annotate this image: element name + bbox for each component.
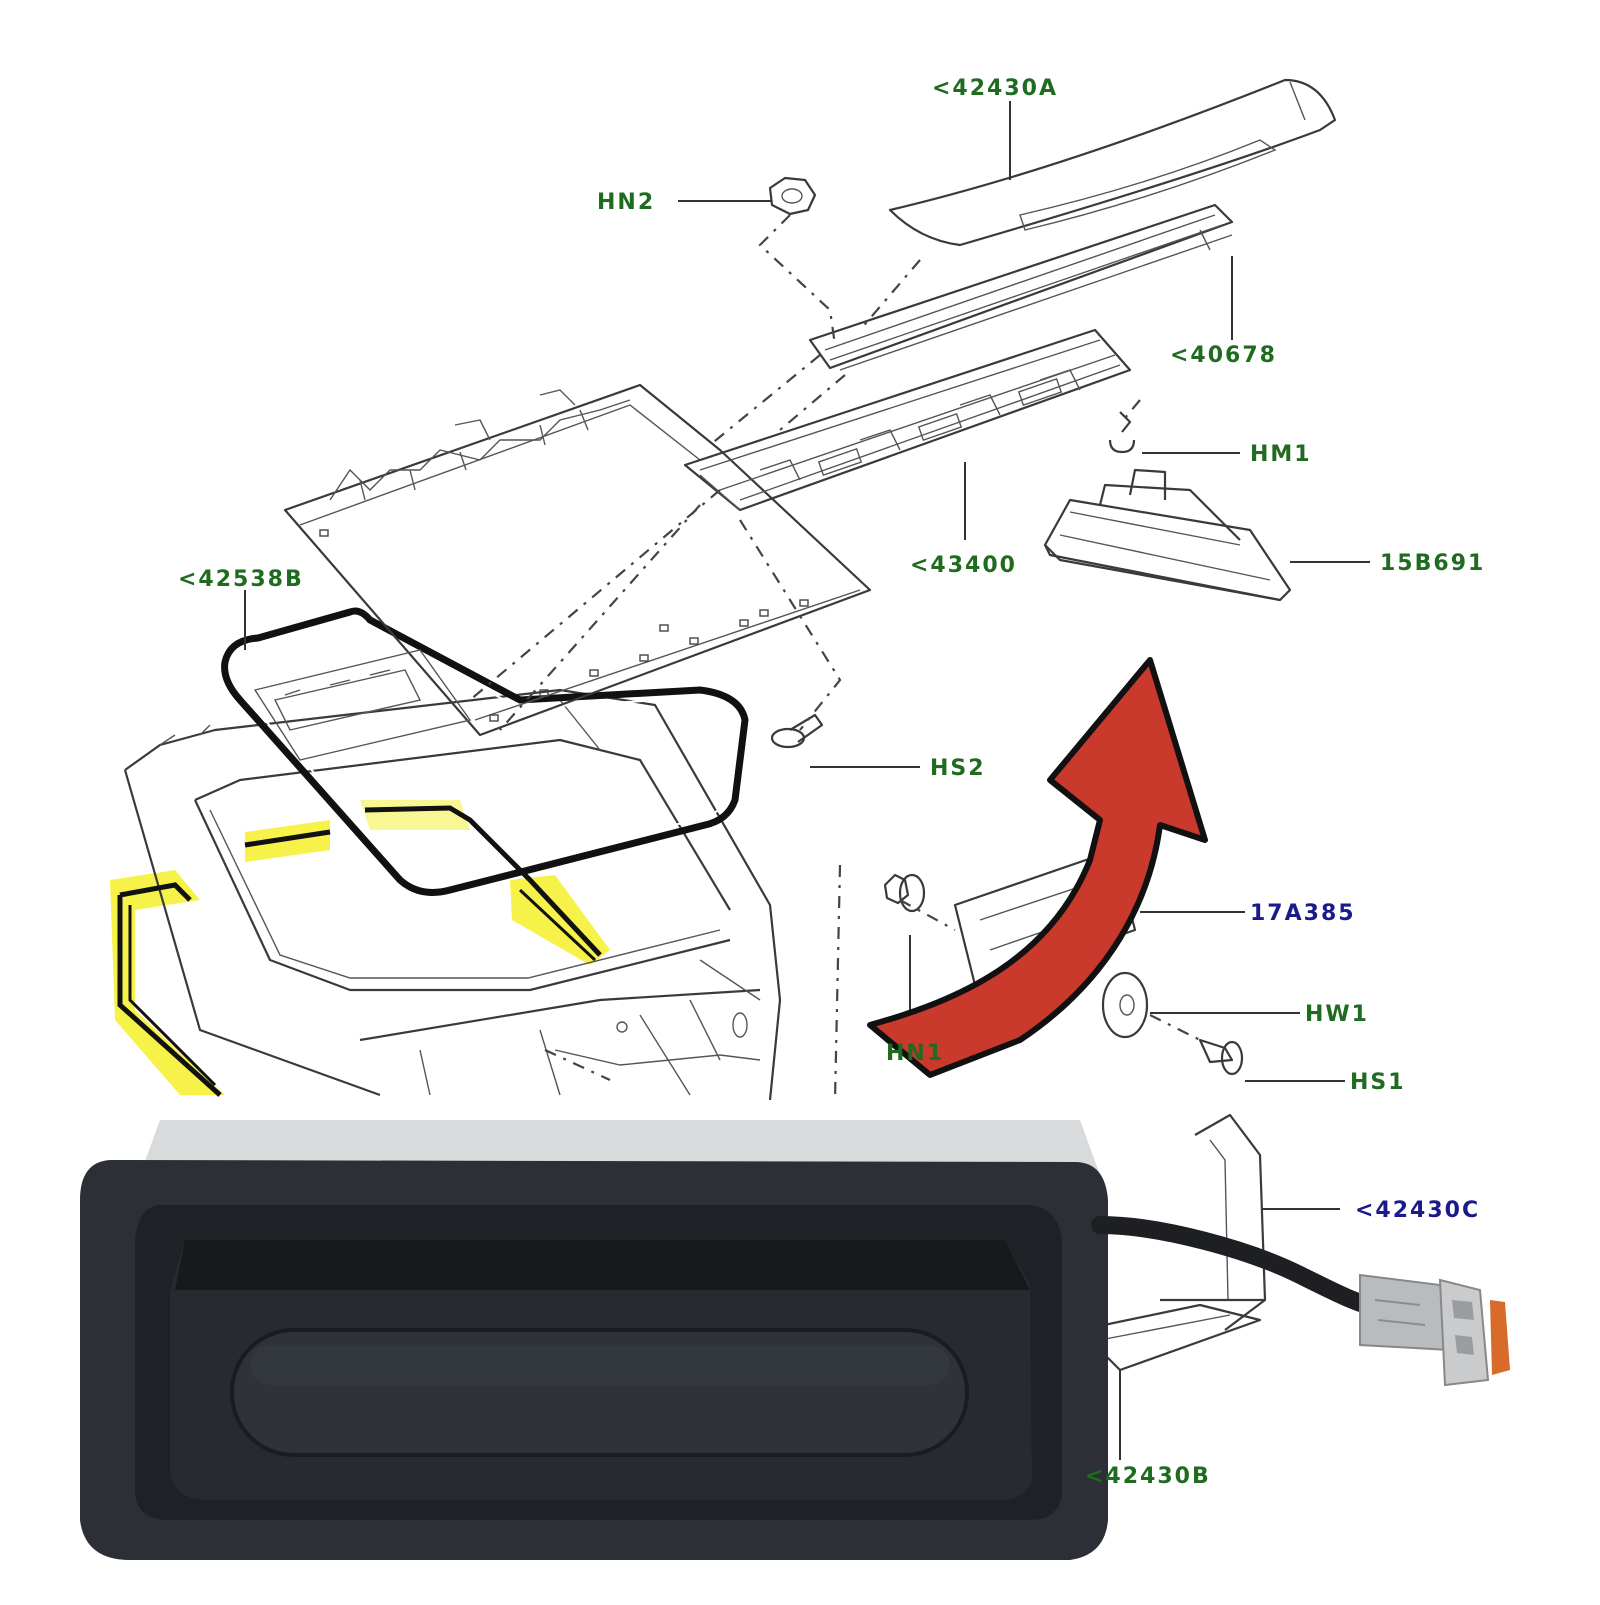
- callout-42430a: <42430A: [932, 76, 1058, 101]
- callout-15b691: 15B691: [1380, 551, 1485, 576]
- leader-lines: [244, 101, 1370, 1460]
- washer-hw1: [1101, 971, 1149, 1039]
- bracket-42430c: [1160, 1113, 1267, 1331]
- housing-15b691: [1043, 468, 1292, 602]
- callout-17a385: 17A385: [1250, 901, 1356, 926]
- assembly-lines: [469, 214, 1201, 1101]
- callout-hs2: HS2: [930, 756, 986, 781]
- callout-hn2: HN2: [597, 190, 655, 215]
- trim-holes: [319, 529, 809, 722]
- seal-strips: [117, 805, 602, 1097]
- electrical-connector-icon: [1091, 1216, 1510, 1387]
- callout-hs1: HS1: [1350, 1070, 1406, 1095]
- rail-40678: [808, 203, 1234, 371]
- bracket-43400: [683, 328, 1132, 512]
- callout-42538b: <42538B: [178, 567, 304, 592]
- tailgate-body: [123, 688, 782, 1101]
- nut-hn2: [768, 176, 817, 216]
- screw-hs2: [770, 713, 824, 749]
- callout-43400: <43400: [910, 553, 1017, 578]
- inner-trim-panel: [283, 383, 872, 737]
- callout-42430c: <42430C: [1355, 1198, 1480, 1223]
- clip-hm1: [1108, 411, 1136, 454]
- callout-42430b: <42430B: [1085, 1464, 1211, 1489]
- nut-hn1: [883, 873, 926, 913]
- inner-frame: [253, 649, 472, 761]
- highlight-markers: [110, 800, 610, 1095]
- callout-labels: <42430A HN2 <40678 HM1 <43400 15B691 <42…: [178, 76, 1485, 1489]
- callout-hn1: HN1: [886, 1041, 944, 1066]
- callout-hm1: HM1: [1250, 442, 1312, 467]
- tailgate-switch-photo: [80, 1120, 1108, 1560]
- screw-hs1: [1198, 1038, 1244, 1076]
- callout-hw1: HW1: [1305, 1002, 1369, 1027]
- callout-40678: <40678: [1170, 343, 1277, 368]
- curved-arrow-icon: [867, 657, 1208, 1078]
- seal-42538b: [221, 607, 749, 896]
- spoiler-42430a: [888, 78, 1337, 247]
- arrow-overlay: [930, 930, 1100, 1060]
